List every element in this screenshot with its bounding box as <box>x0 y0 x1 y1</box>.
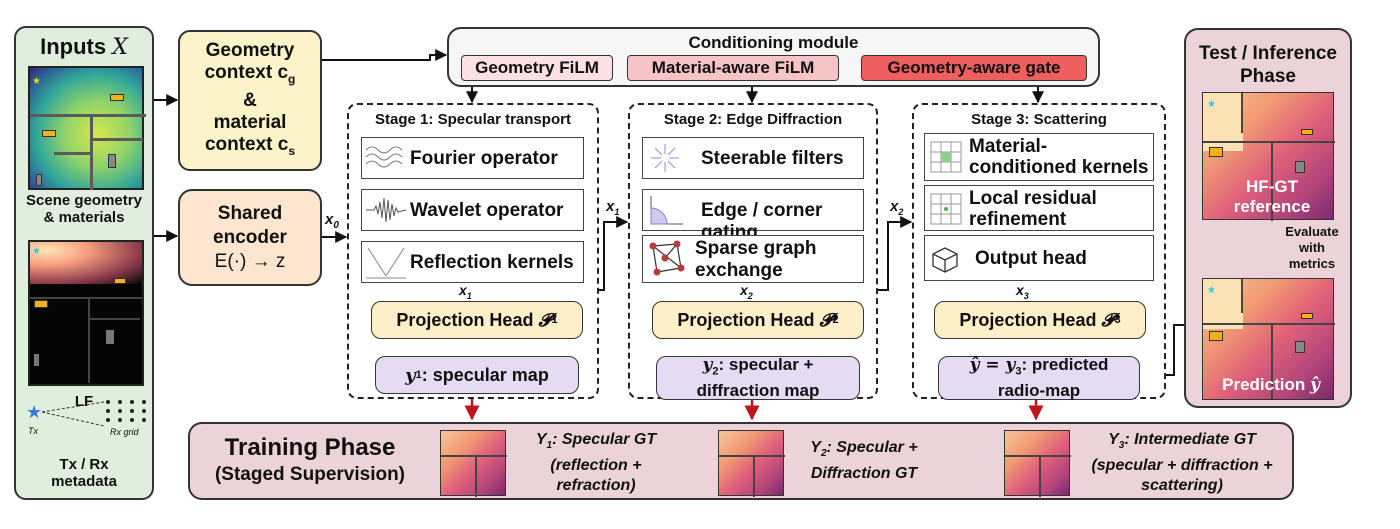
scene-tx-star-icon: ★ <box>32 76 41 87</box>
x1-side-label: x1 <box>606 198 620 217</box>
evaluate-label: Evaluate with metrics <box>1285 224 1339 271</box>
gt-map-1 <box>440 430 507 497</box>
hf-gt-reference-label: HF-GT reference <box>1233 177 1311 216</box>
tx-star-icon: ★ <box>26 402 43 422</box>
arrow-context-to-conditioning <box>322 49 448 61</box>
wavelet-icon <box>366 197 407 223</box>
gt-3-text: Y3: Intermediate GT (specular + diffract… <box>1091 431 1273 495</box>
graph-icon <box>649 240 685 276</box>
stage-2-output: y2: specular + diffraction map <box>656 355 860 400</box>
stage-3-title: Stage 3: Scattering <box>971 111 1107 128</box>
stage-1-op-1: Fourier operator <box>361 137 584 179</box>
prediction-map: ★ Prediction ŷ <box>1202 278 1335 400</box>
residual-grid-icon <box>930 193 962 225</box>
stage-1-x-label: x1 <box>459 282 472 301</box>
tx-rx-illustration: ★ Tx Rx grid <box>24 396 148 452</box>
stage-1-panel: Stage 1: Specular transport Fourier oper… <box>347 103 599 399</box>
x0-label: x0 <box>325 211 339 231</box>
rx-grid-icon <box>41 400 146 427</box>
cube-icon <box>932 247 958 273</box>
gt-1-text: Y1: Specular GT (reflection + refraction… <box>535 431 657 495</box>
context-box: Geometry context cg & material context c… <box>178 30 322 171</box>
training-phase-panel: Training Phase (Staged Supervision) Y1: … <box>188 422 1294 500</box>
stage-3-panel: Stage 3: Scattering Material-conditioned… <box>912 103 1166 400</box>
stage-2-op-2: Edge / corner gating <box>642 189 864 243</box>
inputs-panel: Inputs X ★ Scene geometry & materials ★ … <box>14 26 154 500</box>
stage-2-op-3: Sparse graph exchange <box>642 235 864 283</box>
stage-3-op-3: Output head <box>924 235 1154 281</box>
stage-2-op-3-label: Sparse graph exchange <box>695 238 817 281</box>
lf-map: ★ <box>28 240 144 386</box>
prediction-label: Prediction ŷ <box>1222 375 1320 395</box>
scene-geometry-map: ★ <box>28 66 146 190</box>
training-title: Training Phase <box>224 434 396 461</box>
gt-map-2 <box>718 430 785 497</box>
stage-3-op-1: Material-conditioned kernels <box>924 133 1154 181</box>
scene-caption: Scene geometry & materials <box>26 192 142 226</box>
stage-1-op-2: Wavelet operator <box>361 189 584 231</box>
stage-3-output: ŷ = y3: predicted radio-map <box>938 355 1140 400</box>
reflection-icon <box>366 247 406 279</box>
stage-1-title: Stage 1: Specular transport <box>375 111 571 128</box>
prediction-tx-star-icon: ★ <box>1207 285 1216 296</box>
gt-2-text: Y2: Specular + Diffraction GT <box>810 439 918 483</box>
test-phase-panel: Test / Inference Phase ★ HF-GT reference… <box>1184 28 1352 408</box>
training-subtitle: (Staged Supervision) <box>214 464 406 485</box>
geometry-film-chip: Geometry FiLM <box>461 55 613 81</box>
stage-2-op-1: Steerable filters <box>642 137 864 179</box>
conditioning-module: Conditioning module Geometry FiLM Materi… <box>447 27 1100 87</box>
stage-2-panel: Stage 2: Edge Diffraction Steerable filt… <box>628 103 878 400</box>
shared-encoder-box: Shared encoder E(·) → z <box>178 189 322 286</box>
inputs-title: Inputs X <box>40 34 128 60</box>
stage-2-x-label: x2 <box>740 282 753 301</box>
hf-gt-reference-map: ★ HF-GT reference <box>1202 92 1335 221</box>
metadata-caption: Tx / Rx metadata <box>51 456 117 490</box>
test-title: Test / Inference Phase <box>1199 43 1337 87</box>
stage-2-title: Stage 2: Edge Diffraction <box>663 111 843 128</box>
stage-1-op-3: Reflection kernels <box>361 241 584 283</box>
lf-tx-star-icon: ★ <box>32 246 41 257</box>
x2-side-label: x2 <box>890 198 904 217</box>
material-grid-icon <box>930 141 962 173</box>
conditioning-title: Conditioning module <box>688 33 859 52</box>
edge-gating-icon <box>650 196 683 225</box>
reference-tx-star-icon: ★ <box>1207 99 1216 110</box>
material-film-chip: Material-aware FiLM <box>627 55 839 81</box>
fourier-waves-icon <box>365 146 403 168</box>
steerable-filter-icon <box>651 144 679 172</box>
stage-3-x-label: x3 <box>1016 282 1029 301</box>
geometry-gate-chip: Geometry-aware gate <box>861 55 1087 81</box>
gt-map-3 <box>1004 430 1071 497</box>
stage-3-op-2: Local residual refinement <box>924 185 1154 231</box>
